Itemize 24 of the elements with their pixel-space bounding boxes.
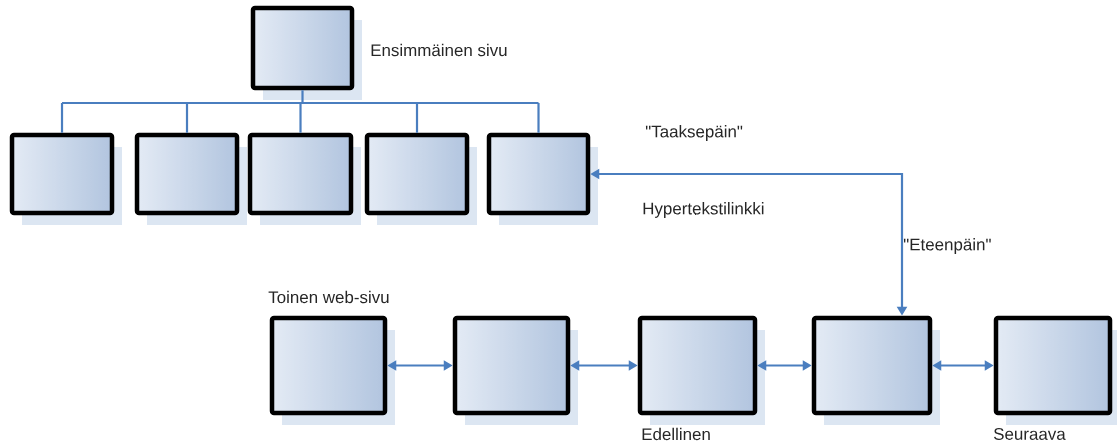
page-box <box>452 315 578 425</box>
text-label: "Taaksepäin" <box>645 125 743 141</box>
connector-line <box>60 103 64 133</box>
connector-trunk <box>60 89 540 105</box>
text-label: "Eteenpäin" <box>903 238 991 254</box>
page-box <box>250 5 362 100</box>
page-box <box>637 315 765 425</box>
page-box <box>364 132 477 225</box>
page-box <box>993 315 1117 425</box>
page-box <box>269 315 395 425</box>
connector-line <box>537 103 540 133</box>
connector-line <box>185 103 189 133</box>
page-box <box>247 132 361 225</box>
page-box <box>134 132 247 225</box>
page-caption: Toinen web-sivu <box>268 290 389 304</box>
connector-line <box>299 103 302 133</box>
text-label: Hypertekstilinkki <box>643 202 764 218</box>
page-caption: Seuraava <box>993 428 1066 440</box>
page-box <box>811 315 940 425</box>
page-box <box>9 132 122 225</box>
page-caption: Ensimmäinen sivu <box>371 43 507 57</box>
page-box <box>486 132 598 225</box>
connector-line <box>415 103 419 133</box>
page-caption: Edellinen <box>642 427 710 441</box>
